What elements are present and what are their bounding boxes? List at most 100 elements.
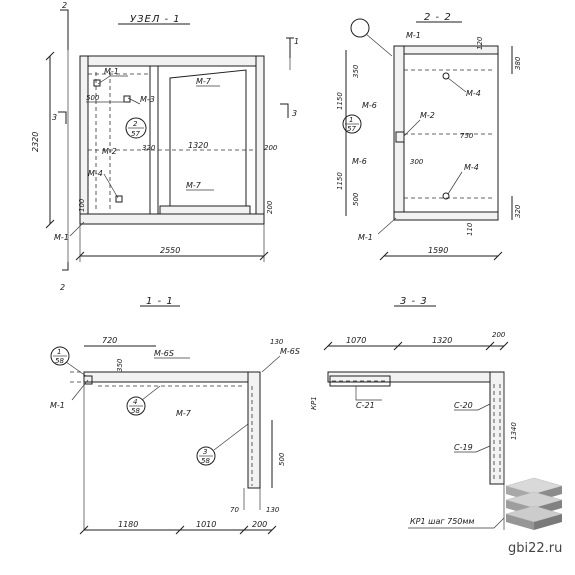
label-m4: М-4 [88, 169, 103, 178]
extension-lines-2550 [79, 224, 265, 262]
sec11-extension-bottom [243, 488, 261, 510]
sec22-label-m6b: М-6 [352, 157, 367, 166]
label-m1-bottom: М-1 [54, 233, 69, 242]
sec22-dim-320: 320 [514, 204, 522, 218]
cut-marker-2-bottom [62, 262, 69, 271]
sec22-label-m4b: М-4 [464, 163, 479, 172]
sill-band [159, 205, 251, 215]
sec22-callout-sub: 57 [347, 125, 356, 133]
sec22-bottom-slab [393, 211, 499, 221]
sec22-dim-500: 500 [352, 192, 360, 206]
sec11-dim-1180: 1180 [118, 520, 138, 529]
dim-2320: 2320 [31, 132, 40, 152]
dim-ticks-2320 [45, 51, 55, 229]
sec22-dim-ticks-1590 [379, 251, 503, 261]
sec33-leader-c20 [454, 403, 491, 411]
sec22-leader-m2 [403, 119, 421, 137]
sec11-title: 1 - 1 [146, 296, 174, 307]
sec22-embed-m2 [395, 131, 405, 143]
dim-2550: 2550 [160, 246, 180, 255]
watermark-logo: gbi22.ru [505, 477, 563, 556]
sec11-dim-130-top: 130 [270, 338, 284, 346]
cut-marker-2-top [60, 9, 69, 50]
bottom-wall [79, 213, 265, 225]
sec11-leader-m1 [71, 379, 89, 401]
sec11-dim-1010: 1010 [196, 520, 216, 529]
dim-200b: 200 [266, 200, 274, 214]
sec11-dim-350: 350 [116, 358, 124, 372]
sec11-dim-500: 500 [278, 452, 286, 466]
sec11-c2-sub: 58 [131, 407, 140, 415]
sec22-label-m1-top: М-1 [406, 31, 421, 40]
sec11-label-m1: М-1 [50, 401, 65, 410]
sec22-leader-m4a [447, 77, 467, 93]
sec33-cage-c21 [329, 375, 391, 387]
callout-sub: 57 [131, 130, 140, 138]
cut-marker-3-right [280, 103, 289, 118]
slab-opening [169, 69, 247, 209]
sec11-dim-200: 200 [252, 520, 267, 529]
top-wall [79, 55, 263, 67]
sec33-leader-c19 [454, 445, 491, 453]
dim-100: 100 [78, 198, 86, 212]
sec33-leader-c21 [355, 386, 382, 401]
sec33-note-leader [408, 517, 505, 529]
dim-1320: 1320 [188, 141, 208, 150]
sec22-anchor-1 [442, 72, 450, 80]
sec11-label-m7: М-7 [176, 409, 192, 418]
sec22-dim-110: 110 [466, 222, 474, 236]
sec33-column-rebar [493, 384, 501, 480]
cut3-right-label: 3 [292, 109, 297, 118]
dim-200a: 200 [264, 144, 278, 152]
sec22-dim-300: 300 [410, 158, 424, 166]
cut3-left-label: 3 [52, 113, 57, 122]
sec11-callout-2-leader [141, 385, 161, 401]
leader-m4 [103, 173, 119, 199]
sec11-dim-720: 720 [102, 336, 117, 345]
watermark-text: gbi22.ru [508, 541, 562, 556]
sec11-c3-num: 3 [203, 448, 207, 456]
section-3-3: 3 - 3 1070 1320 200 КР1 С-21 С-20 С-19 1… [310, 296, 518, 530]
leader-m3 [127, 97, 141, 105]
sec33-label-c20: С-20 [454, 401, 473, 410]
sec11-c1-num: 1 [57, 348, 61, 356]
sec11-callout-2 [126, 396, 146, 416]
sec22-title: 2 - 2 [424, 12, 452, 23]
detail-callout [125, 117, 147, 139]
sec11-leader-m6l [261, 355, 281, 373]
sec33-dim-1070: 1070 [346, 336, 366, 345]
sec33-label-c19: С-19 [454, 443, 473, 452]
label-m7b: М-7 [186, 181, 202, 190]
sec11-c3-sub: 58 [201, 457, 210, 465]
sec33-slab [327, 371, 503, 383]
sec33-dim-1320: 1320 [432, 336, 452, 345]
sec11-dim-ticks-bottom [79, 525, 277, 535]
sec11-slab-extension [70, 371, 84, 383]
sec11-callout-1-leader [65, 361, 87, 377]
sec33-dim-ticks-top [323, 341, 509, 351]
sec11-dim-130: 130 [266, 506, 280, 514]
sec33-dim-200: 200 [492, 331, 506, 339]
callout-num: 2 [133, 120, 138, 128]
sec11-label-m6l: М-6S [280, 347, 300, 356]
section-1-1: 1 - 1 1 58 4 58 3 58 М-1 М-6S М-6S М-7 [50, 296, 300, 535]
embed-m4 [115, 195, 123, 203]
sec22-dim-750: 750 [460, 132, 474, 140]
node1-title: УЗЕЛ - 1 [130, 14, 181, 25]
cut2-bottom-label: 2 [60, 283, 65, 292]
sec22-dim-350: 350 [352, 64, 360, 78]
logo-stack-icon [505, 477, 563, 530]
sec33-label-c21: С-21 [356, 401, 375, 410]
label-m2: М-2 [102, 147, 117, 156]
sec33-note: КР1 шаг 750мм [410, 517, 474, 526]
sec22-dim-1150b: 1150 [336, 172, 344, 190]
section-2-2: 2 - 2 М-1 М-4 М-4 М-6 М-6 М-2 М-1 1 57 3 [336, 12, 522, 261]
dim-320: 320 [142, 144, 156, 152]
sec33-dim-1340: 1340 [510, 422, 518, 440]
cut-marker-1-top [286, 37, 294, 58]
sec22-label-m4a: М-4 [466, 89, 481, 98]
label-m1-top: М-1 [104, 67, 119, 76]
sec11-label-m6s: М-6S [154, 349, 174, 358]
sec11-slab [83, 371, 261, 383]
sec22-label-m1-bottom: М-1 [358, 233, 373, 242]
